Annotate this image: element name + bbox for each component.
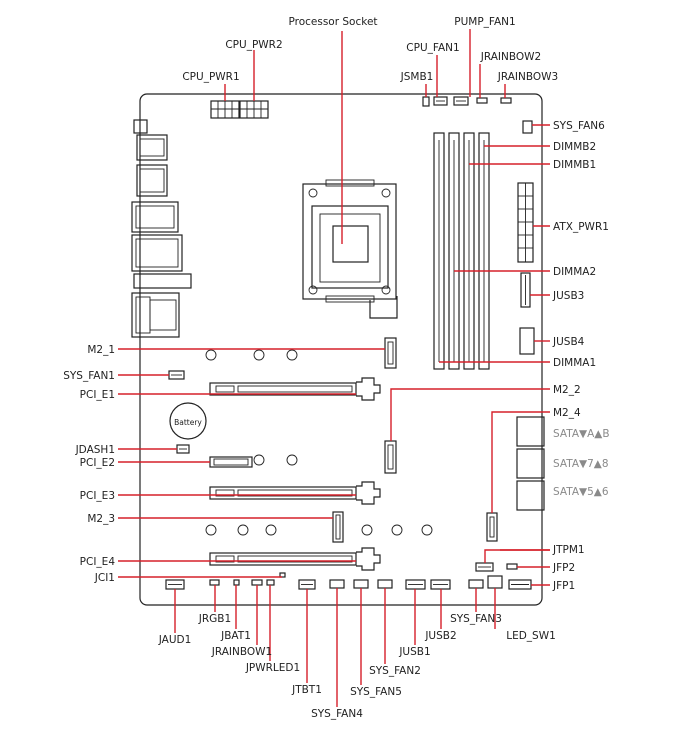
label-dimmb2: DIMMB2: [553, 141, 596, 153]
label-jdash1: JDASH1: [75, 444, 115, 456]
label-jfp1: JFP1: [552, 580, 575, 592]
label-cpu-pwr1: CPU_PWR1: [182, 71, 239, 83]
label-dimma2: DIMMA2: [553, 266, 596, 278]
label-m2-4: M2_4: [553, 407, 581, 419]
jusb3-connector: [520, 272, 531, 308]
label-dimmb1: DIMMB1: [553, 159, 596, 171]
label-m2-2: M2_2: [553, 384, 581, 396]
label-jaud1: JAUD1: [158, 634, 192, 646]
jrainbow1-connector: [251, 579, 263, 586]
jtbt1-connector: [298, 579, 316, 590]
sys-fan4-connector: [329, 579, 345, 589]
jtpm1-connector: [475, 562, 494, 572]
label-m2-1: M2_1: [87, 344, 115, 356]
sata-connectors: [516, 416, 545, 511]
label-sys-fan4: SYS_FAN4: [311, 708, 363, 720]
jpwrled1-connector: [266, 579, 275, 586]
label-jci1: JCI1: [94, 572, 115, 584]
label-dimma1: DIMMA1: [553, 357, 596, 369]
label-jusb3: JUSB3: [552, 290, 584, 302]
jusb1-connector: [405, 579, 426, 590]
label-jusb1: JUSB1: [398, 646, 430, 658]
label-sys-fan6: SYS_FAN6: [553, 120, 605, 132]
sys-fan5-connector: [353, 579, 369, 589]
jdash1-connector: [176, 444, 190, 454]
label-jrainbow1: JRAINBOW1: [211, 646, 272, 658]
pci-e1-slot: [209, 377, 381, 401]
jrgb1-connector: [209, 579, 220, 586]
led-sw1-switch: [487, 575, 503, 589]
cpu-pwr2-connector: [239, 100, 269, 119]
label-pci-e3: PCI_E3: [80, 490, 115, 502]
label-jfp2: JFP2: [552, 562, 575, 574]
jusb2-connector: [430, 579, 451, 590]
m2-1-slot: [384, 337, 397, 369]
label-sys-fan3: SYS_FAN3: [450, 613, 502, 625]
label-cpu-fan1: CPU_FAN1: [406, 42, 459, 54]
cpu-socket: [302, 179, 398, 319]
label-atx-pwr1: ATX_PWR1: [553, 221, 609, 233]
label-cpu-pwr2: CPU_PWR2: [225, 39, 282, 51]
pci-e3-slot: [209, 481, 381, 505]
battery-icon: [169, 402, 207, 440]
label-jrainbow2: JRAINBOW2: [480, 51, 541, 63]
jsmb1-connector: [422, 96, 430, 107]
label-jtbt1: JTBT1: [291, 684, 322, 696]
label-processor-socket: Processor Socket: [288, 16, 377, 28]
pci-e4-slot: [209, 547, 381, 571]
jfp2-connector: [506, 563, 518, 570]
label-jbat1: JBAT1: [220, 630, 251, 642]
pump-fan1-connector: [453, 96, 469, 106]
leader-lines: [118, 29, 550, 707]
label-sys-fan2: SYS_FAN2: [369, 665, 421, 677]
label-jpwrled1: JPWRLED1: [245, 662, 300, 674]
rear-io-panel: [131, 119, 192, 338]
label-jtpm1: JTPM1: [552, 544, 585, 556]
sys-fan1-connector: [168, 370, 185, 380]
pci-e2-slot: [209, 456, 253, 468]
m2-3-slot: [332, 511, 344, 543]
m2-4-slot: [486, 512, 498, 542]
label-pci-e2: PCI_E2: [80, 457, 115, 469]
sys-fan3-connector: [468, 579, 484, 589]
sys-fan2-connector: [377, 579, 393, 589]
jrainbow2-connector: [476, 97, 488, 104]
jbat1-connector: [233, 579, 240, 586]
jfp1-connector: [508, 579, 532, 590]
label-pci-e1: PCI_E1: [80, 389, 115, 401]
label-jsmb1: JSMB1: [400, 71, 434, 83]
sys-fan6-connector: [522, 120, 533, 134]
cpu-fan1-connector: [433, 96, 448, 106]
label-sys-fan1: SYS_FAN1: [63, 370, 115, 382]
m2-2-slot: [384, 440, 397, 474]
label-jusb2: JUSB2: [424, 630, 456, 642]
jrainbow3-connector: [500, 97, 512, 104]
label-pump-fan1: PUMP_FAN1: [454, 16, 515, 28]
battery-label: Battery: [174, 418, 202, 427]
jusb4-connector: [519, 327, 535, 355]
label-sys-fan5: SYS_FAN5: [350, 686, 402, 698]
label-m2-3: M2_3: [87, 513, 115, 525]
screw-holes: [205, 349, 433, 536]
label-sata-ab: SATA▼A▲B: [553, 428, 610, 440]
jci1-connector: [279, 572, 286, 578]
cpu-pwr1-connector: [210, 100, 240, 119]
label-jrainbow3: JRAINBOW3: [497, 71, 558, 83]
label-jrgb1: JRGB1: [198, 613, 231, 625]
dimm-slots: [433, 132, 490, 370]
jaud1-connector: [165, 579, 185, 590]
label-pci-e4: PCI_E4: [80, 556, 116, 568]
label-sata-56: SATA▼5▲6: [553, 486, 609, 498]
label-led-sw1: LED_SW1: [506, 630, 556, 642]
label-jusb4: JUSB4: [552, 336, 585, 348]
label-sata-78: SATA▼7▲8: [553, 458, 609, 470]
atx-pwr1-connector: [517, 182, 534, 263]
